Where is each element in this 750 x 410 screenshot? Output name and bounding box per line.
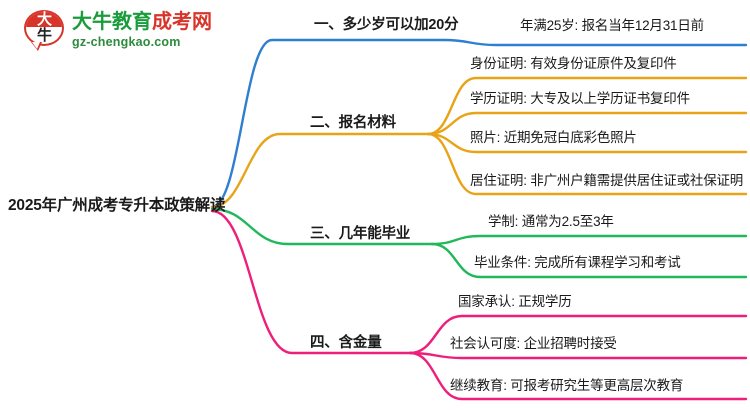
bubble-tail-inner [32,42,40,49]
leaf-node-2-4[interactable]: 居住证明: 非广州户籍需提供居住证或社保证明 [470,173,744,188]
logo-speech-bubble-icon: 大 牛 [22,8,66,52]
site-logo[interactable]: 大 牛 大牛教育成考网 gz-chengkao.com [22,6,212,54]
leaf-node-2-2[interactable]: 学历证明: 大专及以上学历证书复印件 [470,91,690,106]
bubble-top-fill [26,12,62,28]
logo-mark-char-bottom: 牛 [36,27,52,44]
branch-node-3[interactable]: 三、几年能毕业 [310,226,411,242]
logo-title-main: 大牛教育 [72,10,152,33]
logo-domain: gz-chengkao.com [72,34,181,49]
leaf-node-3-2[interactable]: 毕业条件: 完成所有课程学习和考试 [474,255,681,270]
leaf-node-4-2[interactable]: 社会认可度: 企业招聘时接受 [450,336,617,351]
logo-mark-char-top: 大 [36,11,52,28]
bubble-shape [24,10,64,46]
leaf-node-1-1[interactable]: 年满25岁: 报名当年12月31日前 [520,18,704,33]
mindmap-root-node[interactable]: 2025年广州成考专升本政策解读 [8,197,226,214]
branch-node-4[interactable]: 四、含金量 [310,335,382,351]
logo-title-accent: 成考网 [152,10,212,33]
leaf-node-2-1[interactable]: 身份证明: 有效身份证原件及复印件 [470,56,677,71]
leaf-node-2-3[interactable]: 照片: 近期免冠白底彩色照片 [470,130,637,145]
leaf-node-3-1[interactable]: 学制: 通常为2.5至3年 [488,214,614,229]
leaf-node-4-3[interactable]: 继续教育: 可报考研究生等更高层次教育 [450,378,684,393]
logo-text-block: 大牛教育成考网 gz-chengkao.com [72,12,212,49]
leaf-node-4-1[interactable]: 国家承认: 正规学历 [458,294,572,309]
branch-node-1[interactable]: 一、多少岁可以加20分 [314,17,459,33]
branch-node-2[interactable]: 二、报名材料 [310,115,396,131]
logo-title: 大牛教育成考网 [72,12,212,32]
